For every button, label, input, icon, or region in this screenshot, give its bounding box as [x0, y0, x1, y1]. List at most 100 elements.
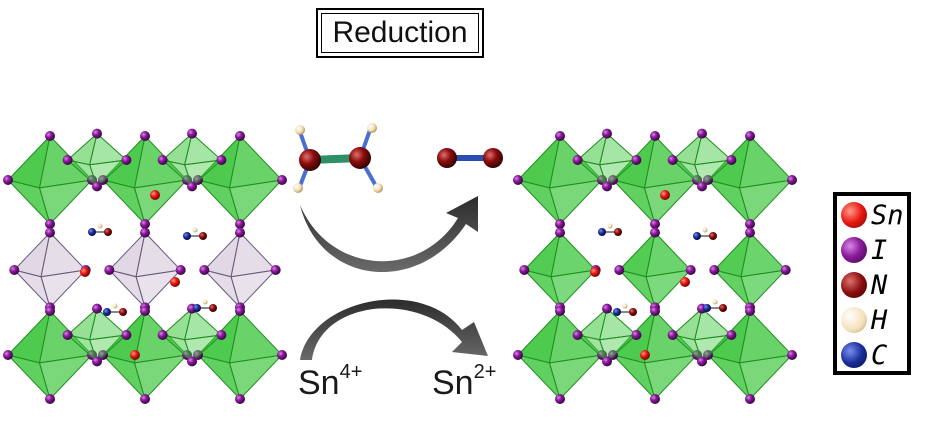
- iodine-atom: [140, 131, 150, 141]
- iodine-atom: [787, 175, 797, 185]
- iodine-atom: [697, 128, 707, 139]
- iodine-atom: [277, 175, 287, 185]
- iodine-atom: [726, 330, 737, 340]
- iodine-atom: [140, 227, 150, 238]
- c-atom-icon: [841, 342, 867, 368]
- iodine-atom: [235, 131, 245, 141]
- iodine-atom: [98, 350, 108, 360]
- iodine-atom: [45, 219, 55, 229]
- i-atom-icon: [841, 237, 867, 263]
- iodine-atom: [140, 394, 150, 404]
- iodine-atom: [157, 155, 168, 165]
- legend-item-n: N: [841, 270, 921, 302]
- iodine-atom: [235, 306, 245, 316]
- iodine-atom: [709, 265, 720, 275]
- iodine-atom: [62, 330, 73, 340]
- iodine-atom: [745, 394, 755, 404]
- iodine-atom: [650, 227, 660, 238]
- iodine-atom: [667, 155, 678, 165]
- iodine-atom: [121, 155, 132, 165]
- iodine-atom: [572, 330, 583, 340]
- iodine-atom: [703, 175, 713, 185]
- iodine-atom: [650, 394, 660, 404]
- iodine-atom: [175, 265, 186, 275]
- iodine-atom: [3, 175, 13, 185]
- iodine-atom: [92, 128, 102, 139]
- iodine-atom: [602, 128, 612, 139]
- iodine-atom: [193, 350, 203, 360]
- iodine-atom: [140, 219, 150, 229]
- iodine-atom: [697, 181, 707, 192]
- iodine-atom: [650, 306, 660, 316]
- iodine-atom: [45, 131, 55, 141]
- iodine-atom: [667, 330, 678, 340]
- iodine-atom: [513, 350, 523, 360]
- iodine-atom: [235, 219, 245, 229]
- iodine-atom: [555, 219, 565, 229]
- reduction-arrow: [300, 299, 488, 360]
- oxidation-arrow: [300, 196, 478, 273]
- iodine-atom: [614, 265, 625, 275]
- iodine-atom: [270, 265, 281, 275]
- legend-item-h: H: [841, 305, 921, 337]
- iodine-atom: [121, 330, 132, 340]
- iodine-atom: [187, 128, 197, 139]
- iodine-atom: [602, 181, 612, 192]
- n-atom-icon: [841, 272, 867, 298]
- iodine-atom: [745, 131, 755, 141]
- iodine-atom: [216, 155, 227, 165]
- iodine-atom: [726, 155, 737, 165]
- iodine-atom: [787, 350, 797, 360]
- iodine-atom: [193, 175, 203, 185]
- iodine-atom: [602, 356, 612, 367]
- iodine-atom: [45, 227, 55, 238]
- iodine-atom: [140, 306, 150, 316]
- iodine-atom: [608, 175, 618, 185]
- crystal-structure-right: [513, 128, 797, 404]
- legend-item-c: C: [841, 340, 921, 372]
- iodine-atom: [3, 350, 13, 360]
- iodine-atom: [187, 356, 197, 367]
- element-legend: Sn I N H C: [833, 192, 911, 375]
- iodine-atom: [780, 265, 791, 275]
- title-box: Reduction: [316, 8, 484, 58]
- legend-item-i: I: [841, 235, 921, 267]
- iodine-atom: [602, 303, 612, 314]
- iodine-atom: [235, 227, 245, 238]
- iodine-atom: [697, 356, 707, 367]
- iodine-atom: [157, 330, 168, 340]
- iodine-atom: [216, 330, 227, 340]
- iodine-atom: [555, 227, 565, 238]
- product-molecule: [437, 148, 503, 168]
- iodine-atom: [9, 265, 20, 275]
- iodine-atom: [45, 394, 55, 404]
- iodine-atom: [650, 219, 660, 229]
- iodine-atom: [92, 356, 102, 367]
- legend-item-sn: Sn: [841, 200, 921, 232]
- iodine-atom: [519, 265, 530, 275]
- iodine-atom: [608, 350, 618, 360]
- iodine-atom: [745, 227, 755, 238]
- tin-4-plus-label: Sn4+: [298, 360, 363, 402]
- h-atom-icon: [841, 307, 867, 333]
- diagram-title: Reduction: [321, 13, 479, 53]
- iodine-atom: [685, 265, 696, 275]
- iodine-atom: [235, 394, 245, 404]
- tin-2-plus-label: Sn2+: [432, 360, 497, 402]
- iodine-atom: [572, 155, 583, 165]
- iodine-atom: [555, 131, 565, 141]
- iodine-atom: [555, 394, 565, 404]
- iodine-atom: [650, 131, 660, 141]
- iodine-atom: [62, 155, 73, 165]
- reactant-molecule: [293, 123, 383, 193]
- sn-atom-icon: [841, 202, 867, 228]
- iodine-atom: [631, 155, 642, 165]
- iodine-atom: [92, 181, 102, 192]
- iodine-atom: [45, 306, 55, 316]
- iodine-atom: [745, 306, 755, 316]
- iodine-atom: [187, 181, 197, 192]
- iodine-atom: [703, 350, 713, 360]
- iodine-atom: [555, 306, 565, 316]
- iodine-atom: [745, 219, 755, 229]
